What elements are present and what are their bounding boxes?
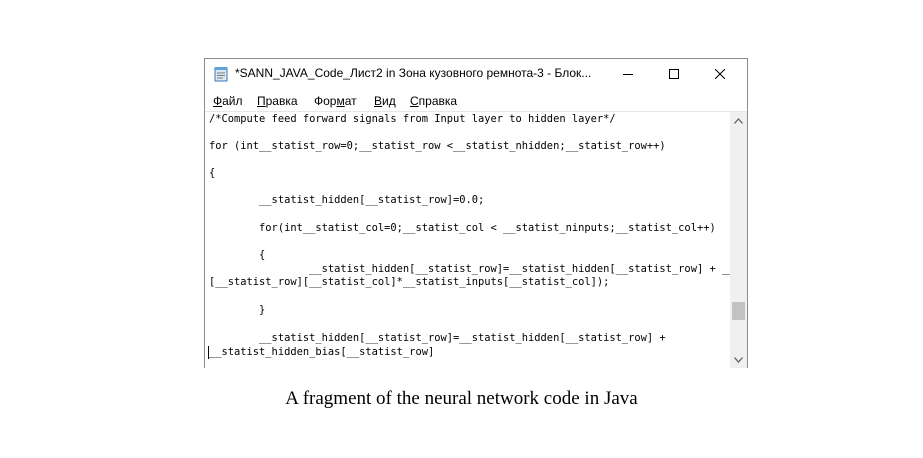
scroll-down-arrow-icon [734,356,743,363]
scrollbar-thumb[interactable] [732,302,745,321]
title-bar[interactable]: *SANN_JAVA_Code_Лист2 in Зона кузовного … [205,59,747,89]
code-line: { [209,167,216,179]
code-line: __statist_hidden[__statist_row]=__statis… [209,332,666,344]
menu-bar: Файл Правка Формат Вид Справка [205,91,747,112]
code-line: for(int__statist_col=0;__statist_col < _… [209,222,716,234]
scroll-up-button[interactable] [730,112,747,129]
figure-caption: A fragment of the neural network code in… [285,388,638,409]
text-caret [208,346,209,359]
menu-edit[interactable]: Правка [257,94,298,108]
text-editor-area[interactable]: /*Compute feed forward signals from Inpu… [205,112,730,368]
maximize-icon [669,69,679,79]
notepad-icon [214,67,228,82]
code-line: for (int__statist_row=0;__statist_row <_… [209,140,666,152]
code-line: [__statist_row][__statist_col]*__statist… [209,276,610,288]
notepad-window: *SANN_JAVA_Code_Лист2 in Зона кузовного … [204,58,748,368]
code-line: { [209,249,266,261]
minimize-icon [623,74,633,75]
code-line: __statist_hidden[__statist_row]=__statis… [309,263,730,275]
menu-help[interactable]: Справка [410,94,458,108]
code-line: __statist_hidden[__statist_row]=0.0; [209,194,485,206]
vertical-scrollbar[interactable] [730,112,747,368]
minimize-button[interactable] [605,59,651,89]
window-title: *SANN_JAVA_Code_Лист2 in Зона кузовного … [235,66,592,80]
code-line: /*Compute feed forward signals from Inpu… [209,113,616,125]
scroll-down-button[interactable] [730,351,747,368]
close-button[interactable] [697,59,743,89]
code-line: } [209,304,266,316]
code-line: __statist_hidden_bias[__statist_row] [209,346,435,358]
close-icon [715,69,725,79]
menu-view[interactable]: Вид [374,94,396,108]
maximize-button[interactable] [651,59,697,89]
scroll-up-arrow-icon [734,117,743,124]
menu-format[interactable]: Формат [314,94,357,108]
menu-file[interactable]: Файл [213,94,243,108]
